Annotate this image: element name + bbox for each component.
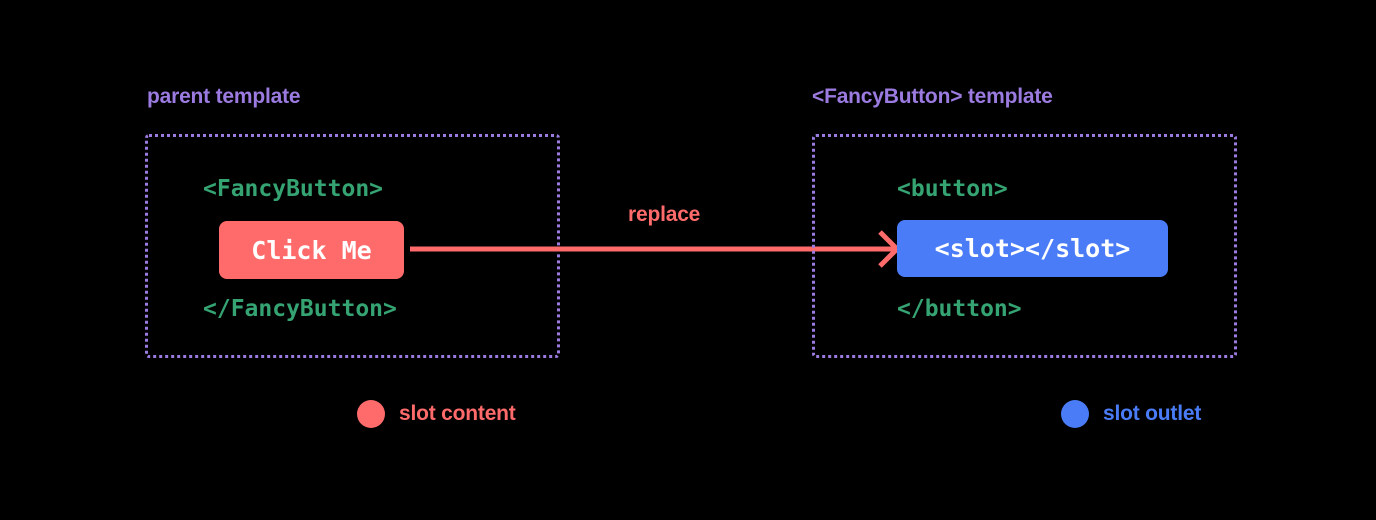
- panel-label-parent-template: parent template: [147, 85, 301, 108]
- connector-label-replace: replace: [628, 203, 701, 226]
- slot-content-chip[interactable]: Click Me: [219, 221, 404, 279]
- panel-label-fancybutton-template: <FancyButton> template: [812, 85, 1053, 108]
- code-line-open-button: <button>: [897, 176, 1008, 202]
- slot-content-chip-label: Click Me: [251, 235, 372, 265]
- code-line-open-fancybutton: <FancyButton>: [203, 176, 384, 202]
- legend-item-slot-content: slot content: [357, 400, 516, 428]
- code-line-close-button: </button>: [897, 296, 1022, 322]
- legend-dot-icon-slot-content: [357, 400, 385, 428]
- slot-outlet-chip[interactable]: <slot></slot>: [897, 220, 1168, 277]
- legend-item-slot-outlet: slot outlet: [1061, 400, 1201, 428]
- template-box-parent: [145, 134, 560, 358]
- legend-label-slot-content: slot content: [399, 402, 516, 425]
- template-box-fancybutton: [812, 134, 1237, 358]
- legend-label-slot-outlet: slot outlet: [1103, 402, 1202, 425]
- legend-dot-icon-slot-outlet: [1061, 400, 1089, 428]
- code-line-close-fancybutton: </FancyButton>: [203, 296, 397, 322]
- slot-outlet-chip-label: <slot></slot>: [934, 234, 1131, 263]
